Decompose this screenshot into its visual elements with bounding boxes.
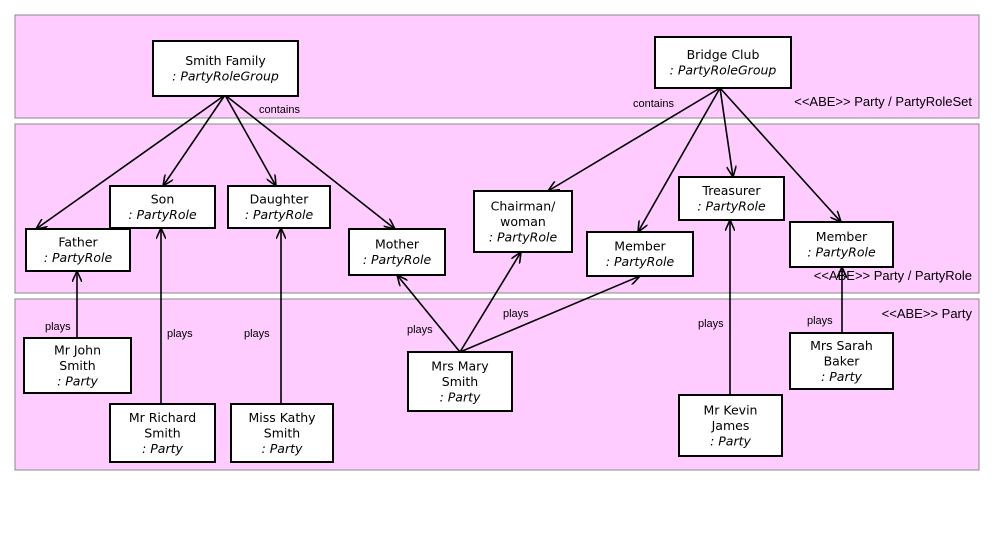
object-name-line: Mr Kevin: [704, 402, 758, 417]
layer-label-middle: <<ABE>> Party / PartyRole: [814, 268, 972, 283]
object-box-frame: [23, 337, 132, 394]
object-type: : PartyRole: [44, 250, 113, 265]
object-name-line: Mrs Sarah: [810, 338, 873, 353]
object-name-line: Smith Family: [185, 53, 266, 68]
object-type: : PartyRoleGroup: [670, 63, 777, 78]
edge-labels: contains contains plays plays plays play…: [45, 98, 833, 340]
contains-arrow-bridge-member1: [638, 87, 721, 232]
object-box-treasurer: Treasurer: PartyRole: [678, 176, 785, 221]
object-name-line: Treasurer: [701, 183, 761, 198]
object-box-daughter: Daughter: PartyRole: [227, 185, 331, 229]
object-type: : PartyRole: [245, 207, 314, 222]
object-box-frame: [230, 403, 334, 463]
plays-label-sarah: plays: [807, 315, 833, 327]
object-box-chairman: Chairman/woman: PartyRole: [473, 190, 573, 253]
object-box-frame: [586, 231, 694, 277]
object-box-son: Son: PartyRole: [109, 185, 216, 229]
object-type: : Party: [710, 433, 751, 448]
object-name-line: Miss Kathy: [248, 410, 316, 425]
contains-label-bridge: contains: [633, 98, 674, 110]
plays-label-mary-member: plays: [503, 308, 529, 320]
object-type: : Party: [821, 369, 862, 384]
object-name-line: Mr John: [54, 342, 101, 357]
contains-arrow-bridge-member2: [719, 87, 841, 222]
object-box-frame: [678, 394, 783, 457]
object-box-frame: [109, 185, 216, 229]
object-type: : Party: [262, 441, 303, 456]
object-box-frame: [789, 332, 894, 390]
object-name-line: Baker: [824, 353, 861, 368]
contains-label-smith: contains: [259, 104, 300, 116]
plays-arrow-mary-member1: [459, 276, 640, 353]
object-name-line: Chairman/: [491, 198, 556, 213]
object-name-line: Smith: [59, 358, 95, 373]
plays-arrow-mary-chairman: [459, 252, 521, 353]
object-type: : PartyRole: [128, 207, 197, 222]
object-name-line: Mrs Mary: [431, 358, 489, 373]
object-name-line: Member: [614, 239, 666, 254]
contains-arrow-bridge-chairman: [548, 87, 721, 191]
object-name-line: Father: [58, 235, 98, 250]
object-name-line: Smith: [442, 374, 478, 389]
object-name-line: Bridge Club: [687, 47, 760, 62]
object-type: : PartyRoleGroup: [172, 69, 279, 84]
object-type: : PartyRole: [807, 245, 876, 260]
plays-label-kevin: plays: [698, 318, 724, 330]
object-name-line: Smith: [144, 425, 180, 440]
object-box-mother: Mother: PartyRole: [348, 228, 446, 276]
object-box-frame: [25, 228, 131, 272]
object-type: : Party: [440, 389, 481, 404]
object-name-line: James: [711, 418, 750, 433]
object-type: : PartyRole: [363, 252, 432, 267]
contains-arrow-smith-son: [163, 94, 226, 186]
object-box-member-2: Member: PartyRole: [789, 221, 894, 268]
layer-label-top: <<ABE>> Party / PartyRoleSet: [794, 94, 972, 109]
object-box-frame: [654, 36, 792, 89]
plays-arrow-mary-mother: [397, 275, 461, 353]
object-box-frame: [678, 176, 785, 221]
object-name-line: Daughter: [250, 192, 310, 207]
plays-label-richard: plays: [167, 328, 193, 340]
object-type: : PartyRole: [606, 254, 675, 269]
plays-label-mary-mother: plays: [407, 324, 433, 336]
object-name-line: Mr Richard: [129, 410, 196, 425]
contains-arrow-bridge-treasurer: [719, 87, 733, 177]
object-box-frame: [227, 185, 331, 229]
object-box-frame: [789, 221, 894, 268]
object-box-member-1: Member: PartyRole: [586, 231, 694, 277]
object-name-line: Son: [151, 192, 175, 207]
object-type: : PartyRole: [489, 229, 558, 244]
object-box-frame: [109, 403, 216, 463]
plays-label-kathy: plays: [244, 328, 270, 340]
object-box-smith-family: Smith Family: PartyRoleGroup: [152, 40, 299, 97]
plays-label-john: plays: [45, 321, 71, 333]
object-box-frame: [407, 351, 513, 412]
object-name-line: Mother: [375, 237, 420, 252]
object-box-frame: [152, 40, 299, 97]
object-box-bridge-club: Bridge Club: PartyRoleGroup: [654, 36, 792, 89]
object-box-frame: [348, 228, 446, 276]
contains-arrow-smith-mother: [224, 94, 395, 229]
object-type: : Party: [142, 441, 183, 456]
object-box-frame: [473, 190, 573, 253]
layer-label-bottom: <<ABE>> Party: [882, 306, 973, 321]
object-name-line: woman: [500, 214, 546, 229]
contains-arrow-smith-daughter: [224, 94, 276, 186]
object-type: : PartyRole: [697, 199, 766, 214]
connectors: [36, 87, 842, 404]
object-type: : Party: [57, 373, 98, 388]
object-name-line: Smith: [264, 425, 300, 440]
object-box-father: Father: PartyRole: [25, 228, 131, 272]
contains-arrow-smith-father: [36, 94, 226, 229]
object-name-line: Member: [816, 229, 868, 244]
